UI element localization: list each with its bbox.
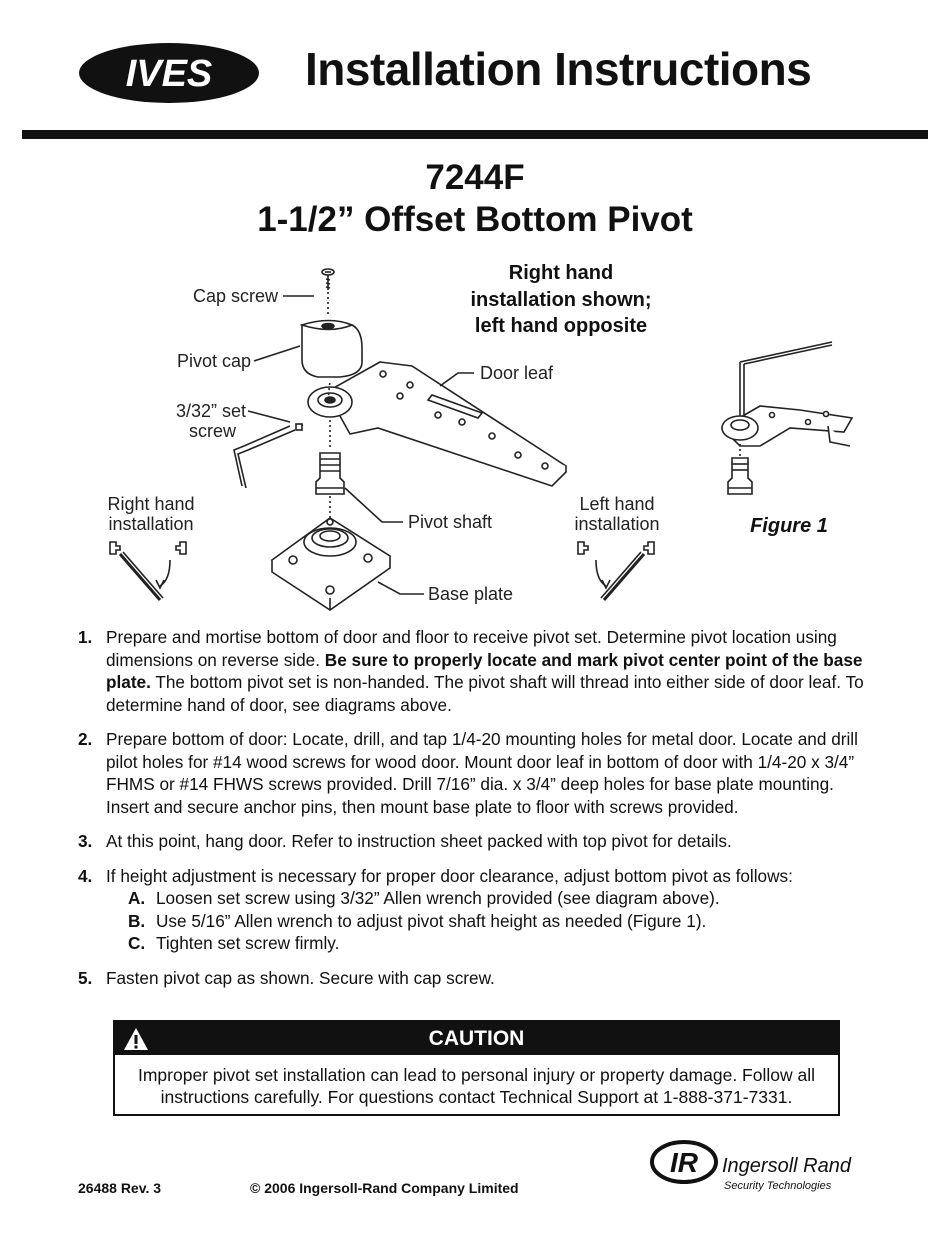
caution-box: CAUTION Improper pivot set installation … <box>113 1020 840 1116</box>
copyright-notice: © 2006 Ingersoll-Rand Company Limited <box>250 1180 519 1196</box>
pivot-cap-drawing <box>299 319 363 378</box>
label-left-hand-2: installation <box>574 514 659 534</box>
model-number: 7244F <box>425 158 525 197</box>
step-text: Prepare and mortise bottom of door and f… <box>106 627 837 670</box>
instruction-steps: 1. Prepare and mortise bottom of door an… <box>78 626 878 1001</box>
right-hand-diagram <box>109 541 187 601</box>
base-plate-drawing <box>270 517 392 611</box>
hand-note-line-1: Right hand <box>509 262 613 284</box>
brand-tagline: Security Technologies <box>724 1180 832 1192</box>
step-1: 1. Prepare and mortise bottom of door an… <box>78 626 878 716</box>
ives-logo: IVES <box>79 43 259 103</box>
substep-b: B. Use 5/16” Allen wrench to adjust pivo… <box>106 910 878 933</box>
label-pivot-cap: Pivot cap <box>177 351 251 371</box>
caution-title: CAUTION <box>428 1027 525 1050</box>
step-bold-text: Be sure to properly locate and mark pivo… <box>106 649 863 693</box>
step-4: 4. If height adjustment is necessary for… <box>78 865 878 955</box>
figure-caption: Figure 1 <box>750 515 828 537</box>
substep-text: Loosen set screw using 3/32” Allen wrenc… <box>156 888 720 908</box>
step-3: 3. At this point, hang door. Refer to in… <box>78 830 878 853</box>
product-name: 1-1/2” Offset Bottom Pivot <box>257 200 693 239</box>
label-left-hand-1: Left hand <box>579 494 654 514</box>
step-text: At this point, hang door. Refer to instr… <box>106 831 732 851</box>
cap-screw-drawing <box>321 268 335 314</box>
step-text: Prepare bottom of door: Locate, drill, a… <box>106 729 858 817</box>
step-text: Fasten pivot cap as shown. Secure with c… <box>106 967 495 988</box>
label-base-plate: Base plate <box>428 584 513 604</box>
installation-diagram: Cap screw Pivot cap 3/32” set screw Door… <box>107 262 854 611</box>
substep-letter: B. <box>128 910 146 931</box>
ir-logo-mark: IR <box>670 1147 699 1178</box>
warning-icon <box>124 1028 148 1050</box>
label-set-screw-2: screw <box>189 421 237 441</box>
label-cap-screw: Cap screw <box>193 286 279 306</box>
brand-name: Ingersoll Rand <box>722 1155 852 1177</box>
figure-1-drawing <box>720 341 854 495</box>
page-title: Installation Instructions <box>305 43 812 95</box>
step-5: 5. Fasten pivot cap as shown. Secure wit… <box>78 967 878 990</box>
hand-note-line-2: installation shown; <box>470 289 651 311</box>
label-set-screw-1: 3/32” set <box>176 401 246 421</box>
caution-header: CAUTION <box>115 1022 838 1055</box>
step-number: 1. <box>78 627 93 647</box>
step-number: 2. <box>78 729 93 749</box>
step-text: If height adjustment is necessary for pr… <box>106 865 793 886</box>
step-number: 3. <box>78 831 93 851</box>
allen-wrench-drawing <box>233 423 304 489</box>
label-door-leaf: Door leaf <box>480 363 554 383</box>
step-2: 2. Prepare bottom of door: Locate, drill… <box>78 728 878 818</box>
substep-letter: A. <box>128 888 146 908</box>
substep-a: A. Loosen set screw using 3/32” Allen wr… <box>106 887 878 910</box>
logo-text: IVES <box>126 53 213 95</box>
caution-text: Improper pivot set installation can lead… <box>137 1065 815 1107</box>
door-leaf-drawing <box>307 361 568 487</box>
pivot-shaft-drawing <box>315 420 345 520</box>
label-right-hand-2: installation <box>108 514 193 534</box>
substep-text: Use 5/16” Allen wrench to adjust pivot s… <box>156 910 707 931</box>
substep-text: Tighten set screw firmly. <box>156 933 340 953</box>
ingersoll-rand-logo: IR Ingersoll Rand Security Technologies <box>650 1140 852 1192</box>
document-number: 26488 Rev. 3 <box>78 1180 162 1196</box>
label-right-hand-1: Right hand <box>107 494 194 514</box>
substep-letter: C. <box>128 933 146 953</box>
label-pivot-shaft: Pivot shaft <box>408 512 492 532</box>
step-number: 5. <box>78 967 93 988</box>
substep-c: C. Tighten set screw firmly. <box>106 932 878 955</box>
left-hand-diagram <box>577 541 655 601</box>
header-rule <box>22 130 928 139</box>
step-number: 4. <box>78 865 93 886</box>
hand-note-line-3: left hand opposite <box>475 315 647 337</box>
step-text-continued: The bottom pivot set is non-handed. The … <box>106 672 864 715</box>
